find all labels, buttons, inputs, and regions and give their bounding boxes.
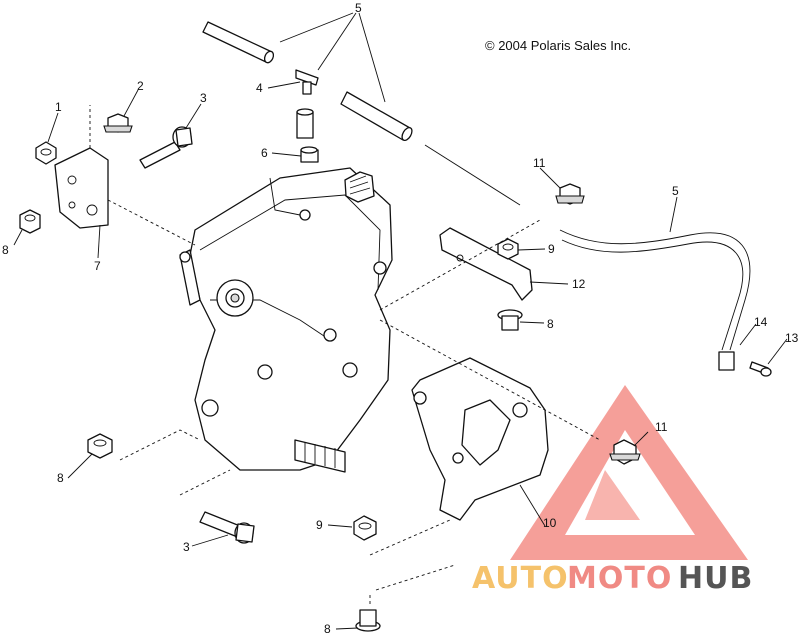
callout-8-bottom: 8 [324, 622, 331, 636]
flange-nut-lower [353, 515, 377, 541]
watermark-text-hub: HUB [678, 561, 753, 596]
callout-14: 14 [754, 315, 768, 329]
gearcase-housing [179, 167, 393, 473]
callout-10: 10 [543, 516, 557, 530]
nut-part-lower [87, 433, 113, 459]
callout-2: 2 [137, 79, 144, 93]
leader-lines [13, 12, 788, 630]
flange-bolt-lower [609, 439, 641, 465]
callout-9-low: 9 [316, 518, 323, 532]
callout-6: 6 [261, 146, 268, 160]
bolt-mid [497, 309, 523, 331]
callout-13: 13 [785, 331, 799, 345]
hose-line [424, 144, 521, 206]
mount-bracket [54, 105, 109, 229]
callout-11-low: 11 [655, 420, 668, 434]
callout-5-right: 5 [672, 184, 679, 198]
mount-plate [411, 357, 549, 521]
copyright-text: © 2004 Polaris Sales Inc. [485, 38, 631, 53]
tube-upper [202, 21, 275, 64]
long-bolt-upper [139, 126, 193, 169]
cap-part [300, 146, 319, 163]
bracket-plate [439, 227, 533, 301]
flange-bolt-upper [555, 183, 585, 205]
tee-fitting [295, 69, 319, 95]
callout-8-lower: 8 [57, 471, 64, 485]
callout-3-top: 3 [200, 91, 207, 105]
bolt-bottom [355, 609, 381, 632]
flange-nut-upper [497, 238, 519, 260]
callout-5-top: 5 [355, 1, 362, 15]
callout-3-low: 3 [183, 540, 190, 554]
vent-hose [559, 229, 751, 371]
callout-12: 12 [572, 277, 586, 291]
callout-1: 1 [55, 100, 62, 114]
callout-8-left: 8 [2, 243, 9, 257]
short-tube [296, 108, 314, 139]
nut-part [35, 141, 57, 165]
watermark-text-auto: AUTO [472, 561, 569, 596]
flange-bolt [103, 113, 133, 133]
callout-9-top: 9 [548, 242, 555, 256]
tube-middle [340, 91, 413, 142]
watermark-text-moto: MOTO [567, 561, 672, 596]
watermark-logo [510, 385, 748, 560]
callout-11-top: 11 [533, 156, 546, 170]
callout-4: 4 [256, 81, 263, 95]
callout-8-mid: 8 [547, 317, 554, 331]
callout-7: 7 [94, 259, 101, 273]
nut-part-left [19, 209, 41, 234]
screw-part [749, 361, 772, 377]
long-bolt-lower [199, 511, 255, 544]
